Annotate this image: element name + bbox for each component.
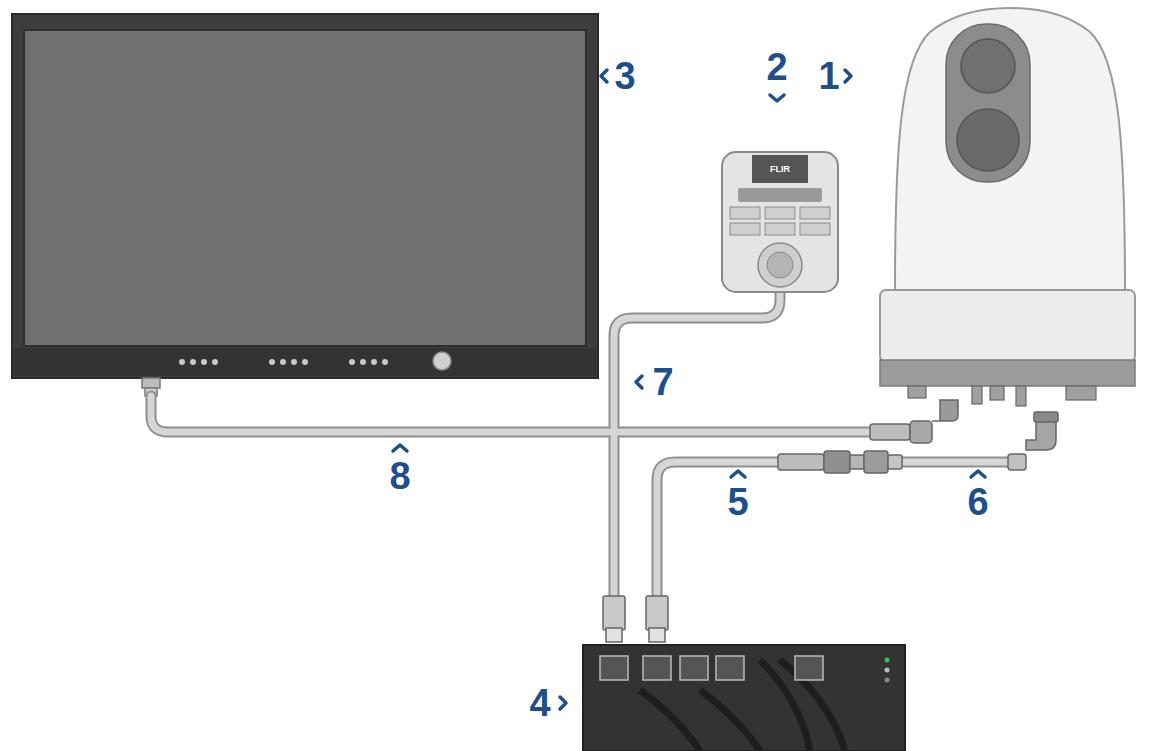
callout-pointers: [393, 70, 985, 709]
joystick-keypad: [722, 152, 838, 292]
monitor: [12, 14, 598, 396]
callout-number: 4: [529, 684, 550, 722]
brand-logo: FLIR: [770, 165, 790, 174]
callout-number: 1: [818, 57, 839, 95]
callout-number: 2: [766, 48, 787, 86]
callout-number: 5: [727, 483, 748, 521]
network-switch: [583, 645, 905, 751]
callout-number: 8: [389, 457, 410, 495]
callout-number: 6: [967, 483, 988, 521]
thermal-camera: [880, 8, 1135, 406]
cable-connectors: [603, 400, 1058, 642]
callout-number: 3: [614, 57, 635, 95]
callout-number: 7: [652, 363, 673, 401]
